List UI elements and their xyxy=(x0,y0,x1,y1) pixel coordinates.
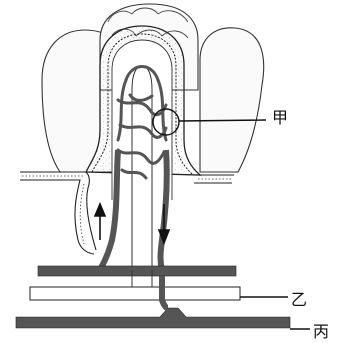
label-jia: 甲 xyxy=(272,110,288,126)
blood-vessel-bing xyxy=(16,308,290,328)
label-yi: 乙 xyxy=(291,292,307,308)
submucosa-blood-vessel xyxy=(38,266,236,276)
right-back-villus xyxy=(200,28,264,172)
leader-line-jia xyxy=(179,120,266,121)
lymph-vessel-yi xyxy=(30,287,240,300)
arrow-up-icon xyxy=(95,204,105,240)
label-bing: 丙 xyxy=(313,324,329,340)
